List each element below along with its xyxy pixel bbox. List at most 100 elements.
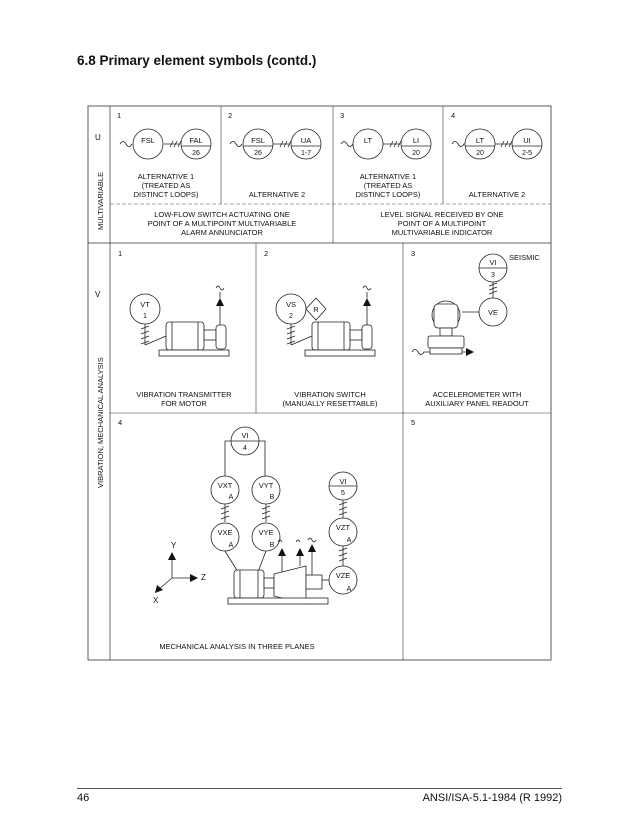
caption-line: (TREATED AS [142,181,191,190]
axis-y-label: Y [171,541,177,550]
capillary-line [286,324,313,346]
cell-number: 2 [228,111,232,120]
diamond-label: R [313,305,319,314]
caption-line: FOR MOTOR [161,399,207,408]
ui-number: 2-5 [522,150,532,157]
process-connection [215,285,225,325]
fal-label: FAL [189,136,202,145]
cell-number: 3 [340,111,344,120]
cell-number: 1 [118,249,122,258]
arrow-down-left-icon [155,585,163,593]
vxe-sub: A [229,542,234,549]
svg-text:ALARM ANNUNCIATOR: ALARM ANNUNCIATOR [181,228,263,237]
vertical-pump [427,300,465,355]
caption-line: ALTERNATIVE 1 [360,172,416,181]
cell-number: 4 [118,418,122,427]
machine-train [227,565,329,605]
cell-number: 1 [117,111,121,120]
arrow-up-icon [168,552,176,560]
arrow-right-icon [466,348,474,356]
signal-line [451,140,513,148]
seismic-label: SEISMIC [509,253,540,262]
mv-cell-4: 4 LT 20 UI 2-5 ALTERNATIVE 2 [451,111,543,199]
mv-description-right: LEVEL SIGNAL RECEIVED BY ONE POINT OF A … [380,210,503,237]
letter-v: V [95,290,101,299]
vt-number: 1 [143,313,147,320]
fsl-bubble [132,128,164,160]
caption-line: AUXILIARY PANEL READOUT [425,399,529,408]
cell-number: 4 [451,111,455,120]
vib-cell-3: 3 SEISMIC VI 3 VE ACCELEROMETER WITH AUX… [411,249,540,408]
vye-label: VYE [258,528,273,537]
li-label: LI [413,136,419,145]
arrow-up-icon [296,548,304,556]
mv-cell-2: 2 FSL 26 UA 1-7 ALTERNATIVE 2 [228,111,322,199]
side-label-multivariable: MULTIVARIABLE [96,172,105,230]
arrow-right-icon [190,574,198,582]
caption-line: DISTINCT LOOPS) [134,190,199,199]
reset-diamond [305,297,327,321]
vi-number: 3 [491,272,495,279]
vi4-number: 4 [243,445,247,452]
caption-line: DISTINCT LOOPS) [356,190,421,199]
caption-line: VIBRATION TRANSMITTER [136,390,232,399]
arrow-up-icon [278,548,286,556]
vze-sub: A [347,586,352,593]
vyt-label: VYT [259,481,274,490]
caption-line: (MANUALLY RESETTABLE) [282,399,378,408]
letter-u: U [95,133,101,142]
arrow-up-icon [308,544,316,552]
svg-text:LEVEL SIGNAL RECEIVED BY ONE: LEVEL SIGNAL RECEIVED BY ONE [380,210,503,219]
arrow-up-icon [363,298,371,306]
lt-label: LT [476,136,485,145]
svg-text:LOW-FLOW SWITCH ACTUATING ONE: LOW-FLOW SWITCH ACTUATING ONE [154,210,290,219]
capillary-line [140,324,167,346]
vzt-label: VZT [336,523,351,532]
vxe-label: VXE [217,528,232,537]
vze-label: VZE [336,571,351,580]
caption-line: ALTERNATIVE 2 [469,190,525,199]
caption-line: ACCELEROMETER WITH [433,390,522,399]
table-frame [87,105,552,661]
vi5-label: VI [339,477,346,486]
footer-rule [77,788,562,789]
cell-number: 2 [264,249,268,258]
lt-bubble [464,128,496,160]
motor [304,321,376,357]
vi4-label: VI [241,431,248,440]
vib-cell-2: 2 VS 2 R VIBRATION SWITCH (MANUALLY RESE… [264,249,378,408]
lt-number: 20 [476,150,484,157]
axis-x-label: X [153,596,159,605]
vib-cell-1: 1 VT 1 VIBRATION TRANSMITTER FOR MOTOR [118,249,232,408]
vt-label: VT [140,300,150,309]
ua-label: UA [301,136,311,145]
svg-text:POINT OF A MULTIPOINT MULTIVAR: POINT OF A MULTIPOINT MULTIVARIABLE [148,219,297,228]
fal-bubble [180,128,212,160]
signal-line [340,140,402,148]
fsl-label: FSL [141,136,155,145]
signal-line [119,140,182,148]
vt-bubble [129,293,161,325]
ui-bubble [511,128,543,160]
vye-sub: B [270,542,275,549]
ua-bubble [290,128,322,160]
mv-cell-3: 3 LT LI 20 ALTERNATIVE 1 (TREATED AS DIS… [340,111,432,199]
vib-cell-5: 5 [411,418,415,427]
mv-description-left: LOW-FLOW SWITCH ACTUATING ONE POINT OF A… [148,210,297,237]
ui-label: UI [523,136,531,145]
fal-number: 26 [192,150,200,157]
page-title: 6.8 Primary element symbols (contd.) [77,53,317,68]
caption-line: (TREATED AS [364,181,413,190]
vyt-sub: B [270,494,275,501]
li-number: 20 [412,150,420,157]
vib-cell-4: 4 VI 4 VXT A VYT B VXE A VYE B VI 5 VZT … [118,418,358,651]
ua-number: 1-7 [301,150,311,157]
arrow-up-icon [216,298,224,306]
vxt-label: VXT [218,481,233,490]
motor [158,321,230,357]
lt-label: LT [364,136,373,145]
caption-line: ALTERNATIVE 1 [138,172,194,181]
fsl-bubble [242,128,274,160]
axis-z-label: Z [201,573,206,582]
li-bubble [400,128,432,160]
